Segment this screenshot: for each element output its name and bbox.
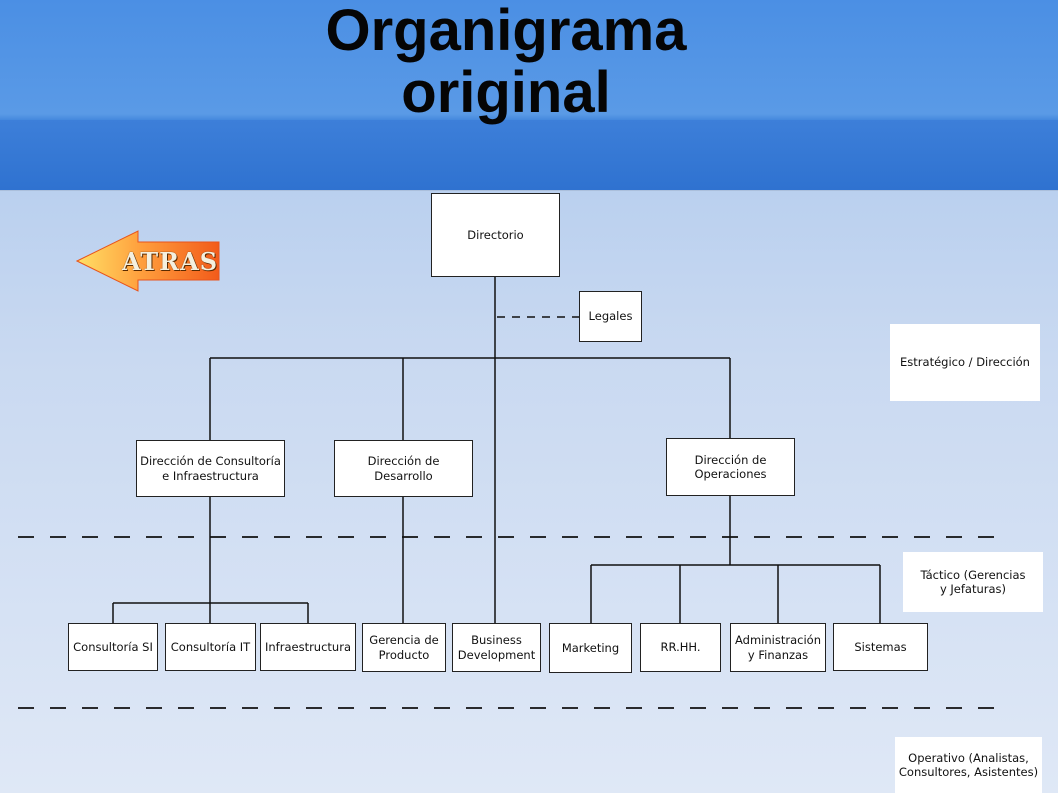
node-directorio: Directorio [431, 193, 560, 277]
node-gerencia-producto: Gerencia de Producto [362, 623, 446, 672]
page-title-line-1: Organigrama [325, 0, 687, 63]
node-consultoria-si: Consultoría SI [68, 623, 158, 671]
node-dir-consultoria: Dirección de Consultoría e Infraestructu… [136, 440, 285, 497]
back-button[interactable]: ATRAS [76, 230, 220, 292]
node-administracion: Administración y Finanzas [730, 623, 826, 672]
node-dir-operaciones: Dirección de Operaciones [666, 438, 795, 496]
node-rrhh: RR.HH. [640, 623, 721, 672]
page-title: Organigrama original [0, 0, 1012, 124]
node-infraestructura: Infraestructura [260, 623, 356, 671]
level-label-tactical: Táctico (Gerencias y Jefaturas) [903, 552, 1043, 612]
header-band [0, 0, 1058, 190]
level-label-operational: Operativo (Analistas, Consultores, Asist… [895, 737, 1042, 793]
left-arrow-icon [76, 230, 220, 292]
node-sistemas: Sistemas [833, 623, 928, 671]
node-marketing: Marketing [549, 623, 632, 673]
node-dir-desarrollo: Dirección de Desarrollo [334, 440, 473, 497]
node-legales: Legales [579, 291, 642, 342]
level-label-strategic: Estratégico / Dirección [890, 324, 1040, 401]
node-business-development: Business Development [452, 623, 541, 672]
node-consultoria-it: Consultoría IT [165, 623, 256, 671]
page-title-line-2: original [401, 60, 611, 125]
back-label: ATRAS [122, 247, 219, 276]
